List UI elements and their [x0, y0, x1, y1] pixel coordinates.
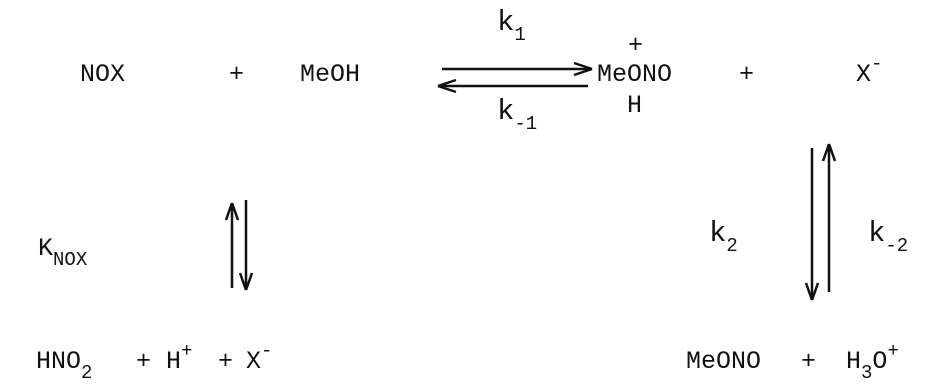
- k2-subscript: 2: [726, 235, 738, 257]
- anion-x-superscript: -: [871, 53, 883, 75]
- product-proton: H+: [166, 342, 192, 376]
- product-anion-x: X-: [246, 342, 272, 376]
- product-meono: MeONO: [686, 347, 762, 376]
- k-minus-2-base: k: [868, 217, 886, 250]
- intermediate-meono: MeONO: [597, 60, 673, 89]
- k1-base: k: [497, 6, 515, 39]
- rate-constant-k-minus-1: k-1: [497, 95, 537, 134]
- plus-sign: +: [136, 347, 152, 376]
- rate-constant-k1: k1: [497, 6, 526, 45]
- knox-subscript: NOX: [53, 249, 88, 271]
- rate-constant-k2: k2: [709, 217, 738, 256]
- hno2-base: HNO: [36, 347, 82, 376]
- product-hno2: HNO2: [36, 347, 92, 383]
- proton-superscript: +: [181, 340, 193, 362]
- hydronium-subscript: 3: [861, 362, 873, 384]
- left-up-arrow: [224, 202, 240, 288]
- plus-sign: +: [801, 347, 817, 376]
- k-minus-1-subscript: -1: [514, 113, 538, 135]
- proton-base: H: [166, 347, 182, 376]
- anion-x: X-: [856, 55, 882, 89]
- hydronium-o: O: [872, 347, 888, 376]
- anion-x-base: X: [856, 60, 872, 89]
- left-down-arrow: [238, 200, 254, 291]
- intermediate-charge: +: [628, 31, 644, 60]
- right-down-arrow: [804, 148, 820, 301]
- hydronium-superscript: +: [887, 340, 899, 362]
- intermediate-h: H: [627, 91, 643, 120]
- k-minus-2-subscript: -2: [885, 235, 909, 257]
- knox-base: K: [38, 234, 54, 263]
- equilibrium-constant-knox: KNOX: [38, 234, 87, 270]
- k-minus-1-base: k: [497, 95, 515, 128]
- hno2-subscript: 2: [81, 362, 93, 384]
- plus-sign: +: [218, 347, 234, 376]
- top-forward-arrow: [442, 61, 593, 77]
- hydronium-h: H: [846, 347, 862, 376]
- product-hydronium: H3O+: [846, 342, 899, 383]
- top-reverse-arrow: [437, 78, 588, 94]
- rate-constant-k-minus-2: k-2: [868, 217, 908, 256]
- reactant-nox: NOX: [80, 60, 126, 89]
- k2-base: k: [709, 217, 727, 250]
- reactant-meoh: MeOH: [300, 60, 361, 89]
- bottom-x-superscript: -: [261, 340, 273, 362]
- k1-subscript: 1: [514, 24, 526, 46]
- plus-sign: +: [229, 60, 245, 89]
- right-up-arrow: [821, 143, 837, 292]
- plus-sign: +: [739, 60, 755, 89]
- bottom-x-base: X: [246, 347, 262, 376]
